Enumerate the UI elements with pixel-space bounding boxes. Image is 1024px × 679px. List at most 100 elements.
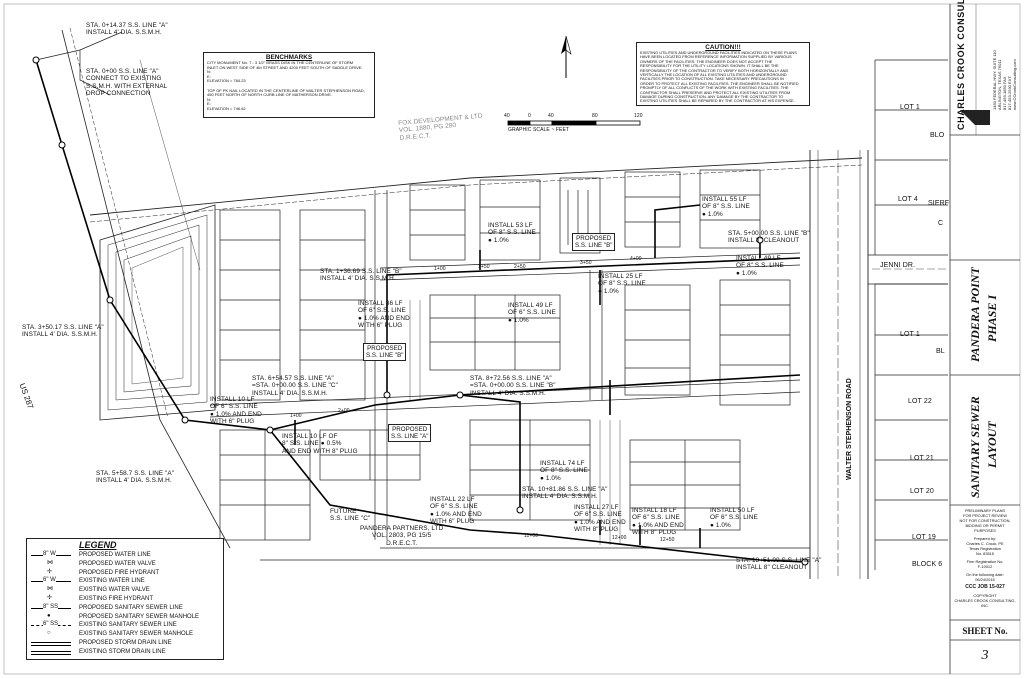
lot-label: LOT 20 [910, 488, 934, 495]
legend-text: EXISTING STORM DRAIN LINE [79, 648, 166, 655]
caution-line: EXISTING UTILITIES AND UNDERGROUND FACIL… [640, 50, 797, 55]
annotation: INSTALL 27 LF OF 6" S.S. LINE ● 1.0% AND… [574, 504, 626, 534]
benchmarks-line: N: [207, 96, 211, 102]
title-block-line: Charles C. Crook, PE [966, 541, 1004, 546]
firm-info-line: www.CCrookConsulting.com [1012, 59, 1017, 110]
station-tick: 2+50 [514, 264, 526, 270]
annotation: INSTALL 74 LF OF 8" S.S. LINE ● 1.0% [540, 460, 588, 482]
title-block-line: PURPOSES [974, 528, 996, 533]
street-walter-stephenson: WALTER STEPHENSON ROAD [846, 378, 853, 480]
legend-title: LEGEND [79, 540, 117, 550]
legend-symbol: ⋈ [47, 558, 53, 568]
title-block-line: PRELIMINARY PLANS [964, 508, 1006, 513]
legend-text: PROPOSED STORM DRAIN LINE [79, 640, 172, 646]
benchmarks-line: CITY MONUMENT No. 7 - 3 1/2" BRASS DISK … [207, 60, 354, 65]
legend-symbol: ● [47, 611, 51, 621]
caution-line: VERTICALLY THE LOCATION OF ALL EXISTING … [640, 72, 787, 78]
legend-box: LEGEND 8" W PROPOSED WATER LINE ⋈ PROPOSED … [26, 538, 224, 660]
title-block-line: BIDDING OR PERMIT [965, 523, 1005, 528]
annotation: INSTALL 25 LF OF 8" S.S. LINE ● 1.0% [598, 273, 646, 295]
lot-label: LOT 19 [912, 534, 936, 541]
benchmarks-line: E: [207, 73, 211, 79]
annotation: STA. 0+14.37 S.S. LINE "A" INSTALL 4' DI… [86, 22, 168, 37]
station-tick: 1+00 [290, 413, 302, 419]
title-block-line: 06/24/2015 [975, 577, 995, 582]
station-tick: 3+50 [580, 260, 592, 266]
legend-text: EXISTING SANITARY SEWER MANHOLE [79, 631, 194, 638]
annotation: INSTALL 18 LF OF 6" S.S. LINE ● 1.0% AND… [632, 507, 684, 537]
caution-line: EXISTING UTILITIES SHALL BE REPAIRED BY … [640, 98, 795, 104]
annotation: STA. 6+54.57 S.S. LINE "A" =STA. 0+00.00… [252, 375, 338, 397]
title-block-line: On the following date: [966, 572, 1004, 577]
annotation: STA. 13+51.00 S.S. LINE "A" INSTALL 8" C… [736, 557, 822, 572]
caution-line: CONTRACTOR SHALL PRESERVE AND PROTECT AL… [640, 89, 791, 95]
benchmarks-line: TOP OF PK NAIL LOCATED IN THE CENTERLINE… [207, 87, 365, 93]
station-tick: 12+00 [612, 535, 627, 541]
annotation: INSTALL 53 LF OF 8" S.S. LINE ● 1.0% [488, 222, 536, 244]
legend-item: EXISTING STORM DRAIN LINE [27, 648, 217, 657]
annotation: INSTALL 36 LF OF 6" S.S. LINE ● 1.0% AND… [358, 300, 410, 330]
annotation: INSTALL 49 LF OF 6" S.S. LINE ● 1.0% [508, 302, 556, 324]
legend-item: 6" SS EXISTING SANITARY SEWER LINE [27, 620, 217, 630]
legend-symbol: ✢ [47, 594, 53, 603]
benchmarks-line: E: [207, 101, 211, 107]
caution-line: RESPONSIBILITY FOR THE UTILITY LOCATIONS… [640, 63, 779, 69]
legend-text: PROPOSED SANITARY SEWER MANHOLE [79, 613, 200, 620]
annotation: PANDERA PARTNERS, LTD VOL. 2803, PG 15/5… [360, 525, 444, 547]
legend-swatch [31, 642, 71, 646]
lot-label: LOT 21 [910, 455, 934, 462]
station-tick: 2+00 [338, 408, 350, 414]
legend-symbol: 6" SS [43, 620, 59, 630]
north-arrow-icon [561, 35, 572, 78]
legend-symbol: ✢ [47, 567, 53, 577]
annotation: STA. 8+72.56 S.S. LINE "A" =STA. 0+00.00… [470, 375, 556, 397]
benchmarks-line: ELEVATION = 784.23 [207, 78, 246, 84]
annotation: STA. 3+50.17 S.S. LINE "A" INSTALL 4' DI… [22, 324, 104, 339]
sheet-number-label: SHEET No. [962, 626, 1008, 636]
legend-item: PROPOSED STORM DRAIN LINE [27, 639, 217, 648]
caution-title: CAUTION!!! [705, 44, 741, 51]
annotation: INSTALL 22 LF OF 6" S.S. LINE ● 1.0% AND… [430, 496, 482, 526]
legend-symbol: 6" W [43, 576, 56, 586]
caution-line: RESPONSIBILITY OF THE CONTRACTOR TO VERI… [640, 67, 789, 73]
scale-tick: 40 [548, 113, 554, 119]
proposed-line-label: PROPOSED S.S. LINE "A" [388, 424, 432, 442]
legend-swatch [31, 650, 71, 655]
firm-name: CHARLES CROOK CONSULTING, INC. [956, 0, 966, 130]
lot-label: SIERF [928, 200, 950, 207]
legend-symbol: 8" W [43, 550, 56, 559]
station-tick: 12+50 [660, 537, 675, 543]
legend-item: ✢PROPOSED FIRE HYDRANT [27, 567, 217, 578]
legend-item: ⋈EXISTING WATER VALVE [27, 585, 217, 595]
title-block-line: Firm Registration No. [966, 559, 1004, 564]
legend-symbol: ○ [47, 629, 51, 639]
title-block-line: CHARLES CROOK CONSULTING, INC. [954, 598, 1016, 608]
legend-text: EXISTING SANITARY SEWER LINE [79, 622, 177, 629]
annotation: STA. 10+81.86 S.S. LINE "A" INSTALL 4' D… [522, 486, 608, 501]
caution-line: OWNERS OF THE FACILITIES. THE ENGINEER D… [640, 58, 773, 64]
project-title-line2: PHASE I [985, 294, 999, 342]
legend-item: ● PROPOSED SANITARY SEWER MANHOLE [27, 611, 217, 622]
lot-label: BL [936, 348, 945, 355]
legend-text: EXISTING WATER VALVE [79, 587, 150, 594]
benchmarks-line: INLET ON WEST SIDE OF 4th STREET AND 420… [207, 64, 363, 70]
lot-label: LOT 1 [900, 104, 920, 111]
legend-text: PROPOSED WATER LINE [79, 552, 151, 558]
annotation: INSTALL 10 LF OF 8" S.S. LINE ● 0.5% AND… [282, 433, 358, 455]
benchmarks-line: N: [207, 69, 211, 75]
legend-item: ✢EXISTING FIRE HYDRANT [27, 594, 217, 604]
benchmarks-box: BENCHMARKS CITY MONUMENT No. 7 - 3 1/2" … [203, 52, 375, 118]
caution-line: HAVE BEEN LOCATED FROM REFERENCE INFORMA… [640, 54, 792, 60]
annotation: INSTALL 55 LF OF 8" S.S. LINE ● 1.0% [702, 196, 750, 218]
title-block-line: Texas Registration [968, 546, 1001, 551]
title-block-line: Prepared by: [973, 536, 997, 541]
street-jenni: JENNI DR. [880, 262, 916, 269]
benchmarks-title: BENCHMARKS [265, 54, 313, 61]
caution-line: FACILITIES PRIOR TO CONSTRUCTION. TAKE N… [640, 76, 784, 82]
title-block-line: CCC JOB 15-027 [965, 584, 1005, 590]
title-block-line: FOR PROJECT REVIEW [963, 513, 1007, 518]
